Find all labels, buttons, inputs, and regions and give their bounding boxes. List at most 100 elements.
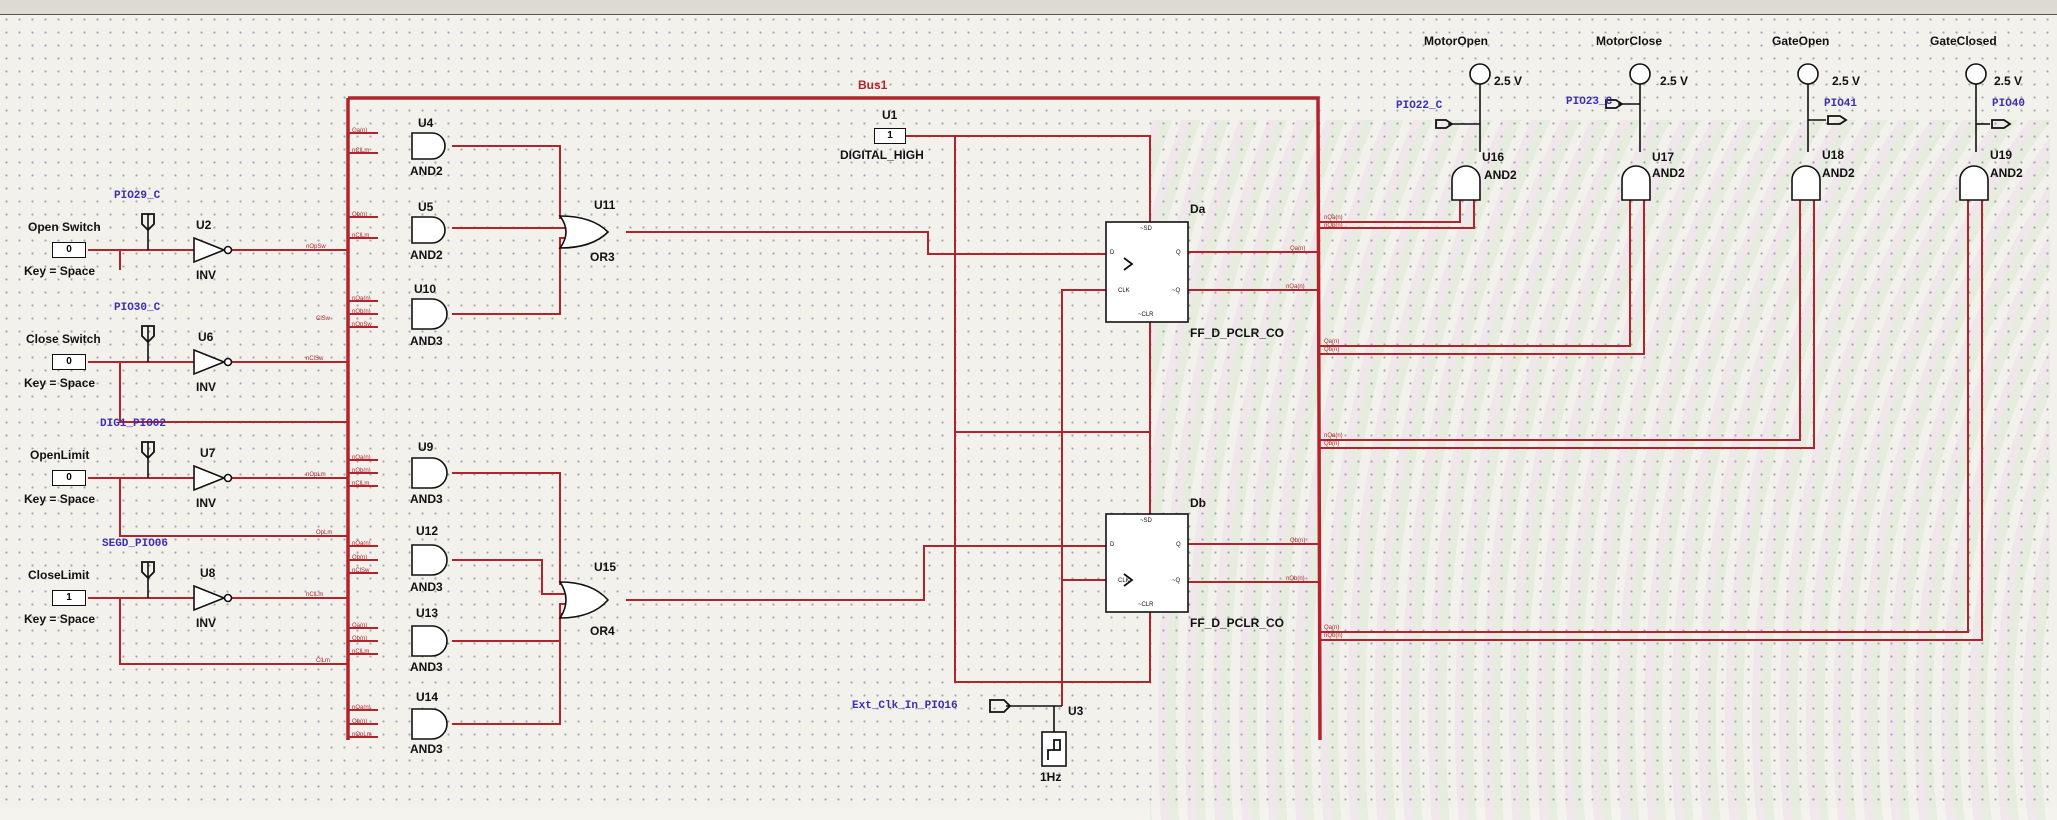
inverter-ref-u7: U7 [200,446,216,460]
net-label: nQb(n) [1324,223,1343,229]
gate-type-u13: AND3 [410,660,443,674]
net-label: Qa(n) [1324,625,1340,631]
net-label: nOpLm [306,472,326,478]
pio40-connector[interactable] [1991,119,2012,129]
net-label: OpLm [316,530,333,536]
probe-motoropen[interactable] [1469,63,1491,85]
net-label: Qa(n) [352,128,368,134]
pio-label-gateopen: PIO41 [1824,98,1858,110]
gate-type-u17: AND2 [1652,166,1685,180]
or-gate-u15[interactable] [558,581,610,619]
pio-label-motoropen: PIO22_C [1396,100,1443,112]
gate-ref-u5: U5 [418,200,434,214]
ff-da-pin-qn: ~Q [1172,288,1181,294]
clock-pio-connector[interactable] [989,699,1012,713]
and-gate-u17[interactable] [1621,165,1651,201]
net-label: Qb(n) [1290,538,1306,544]
input-value-close-switch[interactable]: 0 [52,354,86,370]
net-label: Qa(n) [1290,246,1306,252]
gate-type-u18: AND2 [1822,166,1855,180]
probe-motorclose[interactable] [1629,63,1651,85]
clock-ref-u3: U3 [1068,704,1084,718]
ff-db-pin-sd: ~SD [1140,518,1152,524]
input-value-closelimit[interactable]: 1 [52,590,86,606]
gate-type-u10: AND3 [410,334,443,348]
and-gate-u9[interactable] [411,457,448,489]
and-gate-u19[interactable] [1959,165,1989,201]
pio41-connector[interactable] [1827,115,1848,125]
net-label: nQa(n) [352,455,371,461]
gate-ref-u12: U12 [416,524,439,538]
inverter-u7[interactable] [193,464,227,492]
pio06-connector[interactable] [141,561,155,580]
gate-ref-u13: U13 [416,606,439,620]
ff-ref-db: Db [1190,496,1206,510]
pio02-connector[interactable] [141,441,155,460]
input-value-open-switch[interactable]: 0 [52,242,86,258]
probe-gateopen[interactable] [1797,63,1819,85]
pio23-connector[interactable] [1605,99,1624,109]
and-gate-u12[interactable] [411,544,448,576]
gate-ref-u15: U15 [594,560,617,574]
db-clk-marker [1123,573,1134,587]
bus-line-top[interactable] [348,96,1322,741]
flipflop-db-body[interactable] [1105,513,1189,613]
and-gate-u13[interactable] [411,625,448,657]
ff-db-pin-q: Q [1176,542,1181,548]
inverter-ref-u6: U6 [198,330,214,344]
net-label: Qb(n) [352,636,368,642]
gate-ref-u11: U11 [594,198,616,212]
input-value-openlimit[interactable]: 0 [52,470,86,486]
gate-type-u4: AND2 [410,164,443,178]
net-label: ClSw [316,316,331,322]
high-source-u1[interactable]: 1 [874,128,906,144]
output-name-motoropen: MotorOpen [1424,34,1488,48]
pio29-connector[interactable] [141,213,155,232]
flipflop-da-body[interactable] [1105,221,1189,323]
output-name-gateopen: GateOpen [1772,34,1830,48]
pio30-connector[interactable] [141,325,155,344]
net-label: nQa(n) [1324,215,1343,221]
gate-type-u14: AND3 [410,742,443,756]
pio22-connector[interactable] [1435,119,1454,129]
input-key-open-switch: Key = Space [24,264,96,278]
net-label: nQa(n) [1286,284,1305,290]
and-gate-u5[interactable] [411,216,446,244]
input-key-closelimit: Key = Space [24,612,96,626]
ff-ref-da: Da [1190,202,1206,216]
clock-source-u3[interactable] [1041,731,1067,767]
inverter-u2[interactable] [193,236,227,264]
input-name-openlimit: OpenLimit [30,448,90,462]
inverter-type-u6: INV [196,380,217,394]
gate-ref-u19: U19 [1990,148,2013,162]
high-ref-u1: U1 [882,108,898,122]
net-label: nClLm [306,592,324,598]
and-gate-u18[interactable] [1791,165,1821,201]
net-label: Qa(n) [352,623,368,629]
ff-da-pin-clk: CLK [1118,288,1130,294]
net-label: nClLm [352,649,370,655]
and-gate-u4[interactable] [411,132,446,160]
inverter-u6[interactable] [193,348,227,376]
or-gate-u11[interactable] [558,215,610,249]
ff-db-pin-clr: ~CLR [1138,602,1154,608]
output-voltage-motoropen: 2.5 V [1494,74,1523,88]
sheet-ruler [0,0,2057,15]
input-name-close-switch: Close Switch [26,332,101,346]
net-label: nOpLm [352,732,372,738]
probe-gateclosed[interactable] [1965,63,1987,85]
inverter-ref-u8: U8 [200,566,216,580]
pio-label-open-switch: PIO29_C [114,190,161,202]
gate-ref-u4: U4 [418,116,434,130]
and-gate-u14[interactable] [411,708,448,740]
ff-da-pin-d: D [1110,250,1115,256]
and-gate-u10[interactable] [411,298,448,330]
net-label: Qb(n) [352,212,368,218]
gate-ref-u18: U18 [1822,148,1845,162]
net-label: nClLm [352,148,370,154]
pio-label-close-switch: PIO30_C [114,302,161,314]
inverter-u8[interactable] [193,584,227,612]
ff-da-pin-clr: ~CLR [1138,312,1154,318]
and-gate-u16[interactable] [1451,165,1481,201]
